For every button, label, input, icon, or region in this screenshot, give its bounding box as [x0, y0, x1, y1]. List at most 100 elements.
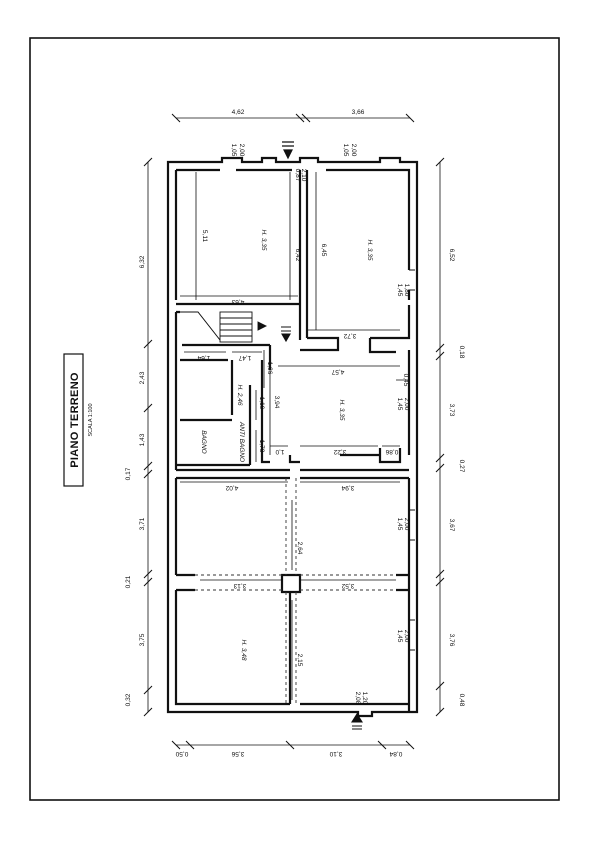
inner-dim-19: 3,52 — [341, 582, 354, 589]
dim-left-7: 0,32 — [125, 693, 132, 706]
dim-left-3: 0,17 — [125, 467, 132, 480]
inner-dim-15: 4,02 — [225, 484, 238, 491]
inner-entrance-arrow-icon — [281, 326, 291, 343]
inner-dim-0: 5,11 — [201, 230, 208, 243]
room-label-5: ANTI BAGNO — [238, 421, 245, 462]
inner-dim-22: 0,45 — [402, 374, 409, 387]
opening-9: 1,45 — [396, 518, 403, 531]
inner-dim-14: 0,86 — [385, 448, 398, 455]
dim-ticks-top — [171, 113, 415, 123]
dashed-arches — [195, 478, 396, 704]
inner-dim-4: 3,72 — [343, 332, 356, 339]
opening-14: 1,20 — [361, 692, 368, 705]
opening-8: 2,00 — [403, 398, 410, 411]
dim-left-5: 0,21 — [125, 575, 132, 588]
south-entrance-arrow-icon — [351, 712, 363, 730]
stair-treads — [180, 311, 252, 341]
dashed-vertical-arches — [285, 478, 297, 704]
opening-12: 2,00 — [403, 630, 410, 643]
inner-dim-18: 3,13 — [233, 582, 246, 589]
wall-stair — [174, 312, 270, 470]
building-walls — [166, 156, 419, 718]
opening-6: 1,80 — [403, 284, 410, 297]
opening-4: 2,10 — [300, 169, 307, 182]
dim-right-1: 0,18 — [458, 346, 465, 359]
dim-bottom-2: 3,10 — [329, 750, 342, 757]
plan-title: PIANO TERRENO — [69, 372, 81, 468]
center-wall-upper — [298, 170, 309, 340]
inner-dim-11: 1,78 — [258, 440, 265, 453]
dim-ticks-left — [143, 157, 153, 717]
inner-dim-13: 3,22 — [333, 448, 346, 455]
room-label-4: BAGNO — [200, 430, 207, 453]
stair-arrow-icon — [257, 321, 268, 331]
inner-wall-top — [174, 168, 411, 300]
dim-left-2: 1,43 — [139, 433, 146, 446]
north-entrance-arrow-icon — [282, 141, 294, 160]
dim-bottom-1: 3,56 — [231, 750, 244, 757]
dim-right-2: 3,73 — [448, 404, 455, 417]
dim-left-6: 3,75 — [139, 633, 146, 646]
wall-middle-band — [176, 468, 409, 480]
wall-lower-divider — [176, 573, 409, 592]
opening-0: 1,05 — [230, 144, 237, 157]
wall-top-right-bottom — [300, 336, 340, 352]
dim-right-4: 3,67 — [448, 519, 455, 532]
dim-right-6: 0,48 — [458, 694, 465, 707]
wall-central-bottom — [288, 448, 402, 464]
dim-bottom-3: 0,84 — [389, 750, 402, 757]
inner-dim-8: 4,57 — [331, 368, 344, 375]
dim-top-0: 4,62 — [232, 109, 245, 116]
room-label-6: H. 3,48 — [240, 640, 247, 661]
opening-3: 2,00 — [350, 144, 357, 157]
inner-dim-6: 1,47 — [238, 354, 251, 361]
room-label-0: H. 3,35 — [260, 230, 267, 251]
room-label-3: H. 2,46 — [236, 385, 243, 406]
room-label-2: H. 3,35 — [338, 400, 345, 421]
inner-dim-20: 2,15 — [296, 654, 303, 667]
inner-dim-5: 1,64 — [197, 354, 210, 361]
sheet-frame — [29, 37, 560, 801]
inner-dim-1: 6,42 — [294, 249, 301, 262]
inner-dim-10: 3,94 — [273, 396, 280, 409]
opening-2: 1,05 — [342, 144, 349, 157]
dim-left-1: 2,43 — [139, 371, 146, 384]
dashed-horizontal-arches — [195, 574, 396, 591]
opening-1: 2,00 — [238, 144, 245, 157]
stair-outline — [219, 311, 253, 343]
window-jambs-right — [409, 269, 415, 651]
plan-scale: SCALA 1:100 — [88, 403, 94, 436]
dim-right-3: 0,27 — [458, 460, 465, 473]
inner-dim-9: 1,19 — [258, 397, 265, 410]
dim-bottom-0: 0,50 — [175, 750, 188, 757]
room-label-1: H. 3,35 — [366, 240, 373, 261]
wall-right-mid — [368, 305, 411, 354]
dim-left-4: 3,71 — [139, 517, 146, 530]
inner-dim-17: 2,64 — [296, 542, 303, 555]
wall-antibagno — [260, 345, 272, 464]
opening-10: 2,00 — [403, 518, 410, 531]
dimension-lines — [143, 113, 445, 750]
dim-ticks-bottom — [171, 740, 415, 750]
title-box — [63, 353, 84, 487]
opening-5: 1,45 — [396, 284, 403, 297]
inner-dim-7: 1,06 — [266, 362, 273, 375]
dim-ticks-right — [435, 157, 445, 717]
inner-dim-2: 6,45 — [320, 244, 327, 257]
dim-right-0: 6,52 — [448, 249, 455, 262]
inner-dim-21: 0,87 — [294, 169, 301, 182]
opening-13: 2,08 — [354, 692, 361, 705]
opening-11: 1,45 — [396, 630, 403, 643]
dim-top-1: 3,66 — [352, 109, 365, 116]
dim-left-0: 6,32 — [139, 255, 146, 268]
inner-dim-3: 4,63 — [231, 298, 244, 305]
wall-left-lower — [174, 478, 290, 706]
inner-dim-12: 1,0 — [275, 448, 284, 455]
wall-bottom-inner — [288, 592, 409, 706]
opening-7: 1,45 — [396, 398, 403, 411]
title-block: PIANO TERRENO SCALA 1:100 — [63, 353, 94, 487]
stair-symbol — [180, 311, 253, 343]
dim-right-5: 3,76 — [448, 634, 455, 647]
wall-bathroom — [176, 358, 252, 467]
